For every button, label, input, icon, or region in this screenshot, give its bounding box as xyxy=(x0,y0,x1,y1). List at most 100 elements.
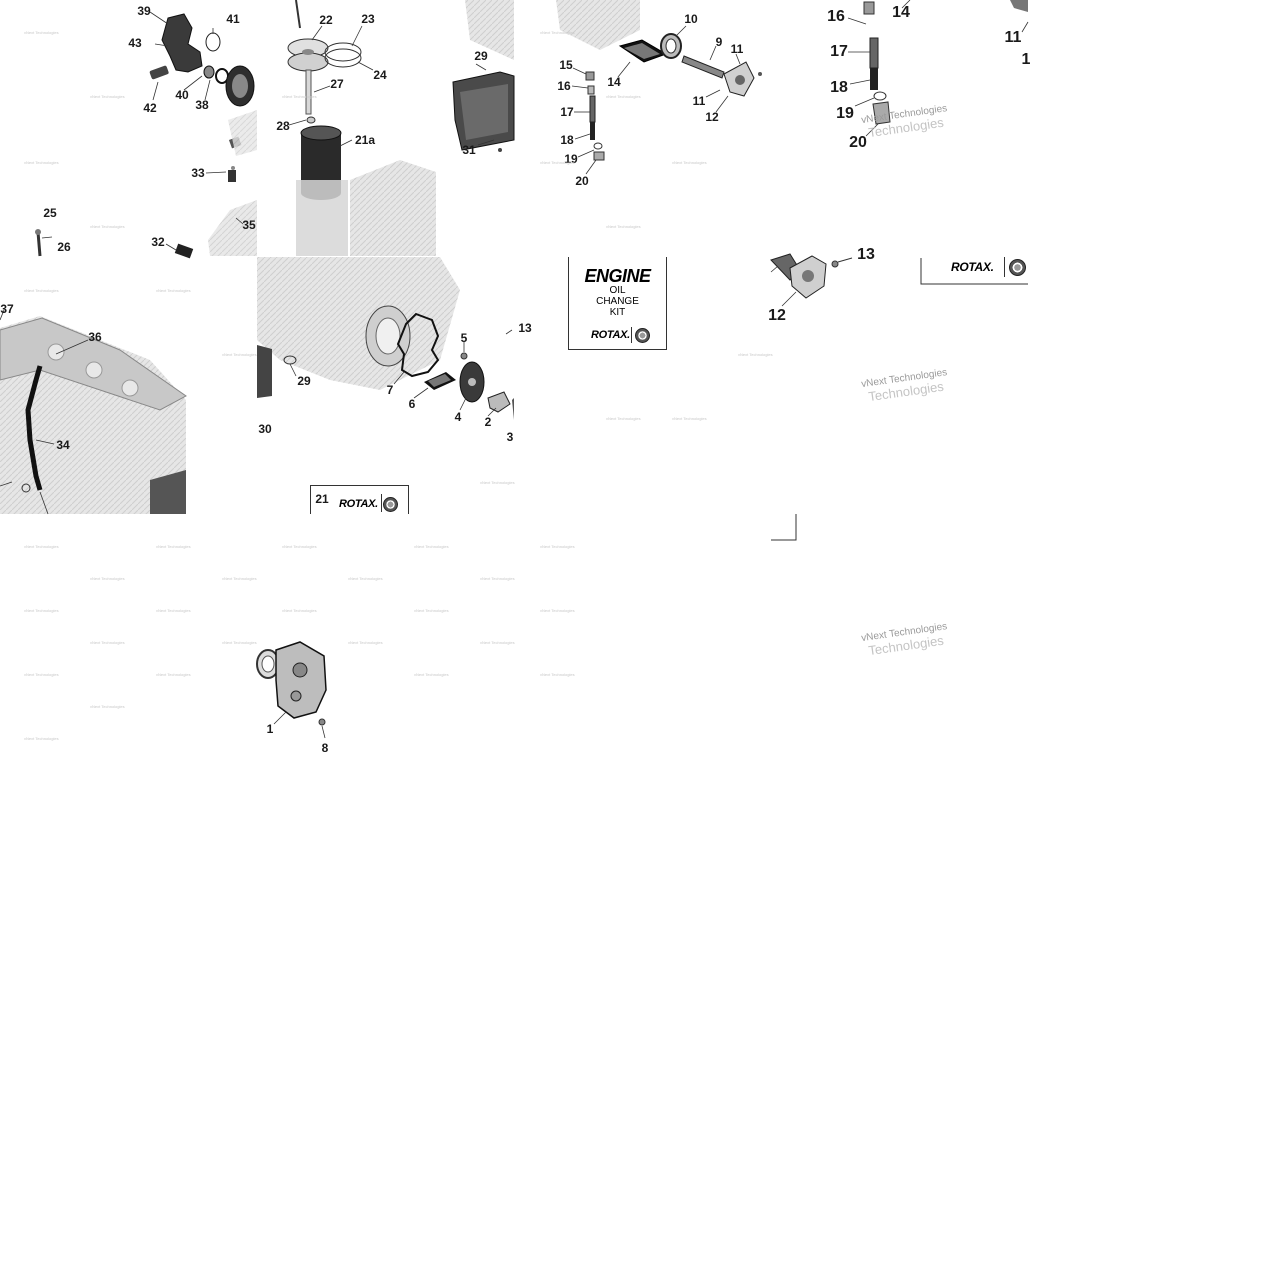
tiny-watermark: vNext Technologies xyxy=(606,416,641,421)
tiny-watermark: vNext Technologies xyxy=(24,544,59,549)
part-label-34: 34 xyxy=(56,438,70,452)
tiny-watermark: vNext Technologies xyxy=(222,640,257,645)
tiny-watermark: vNext Technologies xyxy=(90,224,125,229)
rotax-panel-separator xyxy=(1004,257,1005,277)
part-label-41: 41 xyxy=(226,12,240,26)
tiny-watermark: vNext Technologies xyxy=(156,544,191,549)
part-label-10: 10 xyxy=(684,12,698,26)
leader-lines-tile4 xyxy=(770,0,1029,307)
tiny-watermark: vNext Technologies xyxy=(606,94,641,99)
tiny-watermark: vNext Technologies xyxy=(414,672,449,677)
part-label-28: 28 xyxy=(276,119,290,133)
tiny-watermark: vNext Technologies xyxy=(480,576,515,581)
tiny-watermark: vNext Technologies xyxy=(414,544,449,549)
part-label-32: 32 xyxy=(151,235,165,249)
tiny-watermark: vNext Technologies xyxy=(90,640,125,645)
part-label-4: 4 xyxy=(454,410,462,424)
part-label-40: 40 xyxy=(175,88,189,102)
tiny-watermark: vNext Technologies xyxy=(540,30,575,35)
tiny-watermark: vNext Technologies xyxy=(540,160,575,165)
tiny-watermark: vNext Technologies xyxy=(24,288,59,293)
frame-corner xyxy=(771,514,797,541)
part-label-9: 9 xyxy=(715,35,723,49)
part-label-11: 11 xyxy=(730,42,744,56)
tiny-watermark: vNext Technologies xyxy=(672,416,707,421)
part-label-36: 36 xyxy=(88,330,102,344)
kit-21-box: 21 ROTAX. xyxy=(310,485,409,514)
part-label-19: 19 xyxy=(564,152,578,166)
kit-line-1: OIL xyxy=(609,285,626,296)
part-label-12b: 12 xyxy=(768,307,786,324)
part-label-13: 13 xyxy=(518,321,532,335)
tiny-watermark: vNext Technologies xyxy=(738,352,773,357)
tiny-watermark: vNext Technologies xyxy=(282,544,317,549)
part-label-18b: 18 xyxy=(830,79,848,96)
tiny-watermark: vNext Technologies xyxy=(156,672,191,677)
kit-line-3: KIT xyxy=(609,307,626,318)
tiny-watermark: vNext Technologies xyxy=(348,576,383,581)
part-label-16: 16 xyxy=(557,79,571,93)
kit-21-brand-separator xyxy=(381,494,382,512)
rotax-panel-emblem-icon xyxy=(1009,259,1026,276)
oil-pump-housing-group xyxy=(35,13,257,259)
part-label-29b: 29 xyxy=(297,374,311,388)
part-label-17b: 17 xyxy=(830,43,848,60)
rotax-panel-corner xyxy=(920,258,1028,285)
tiny-watermark: vNext Technologies xyxy=(24,160,59,165)
kit-title: ENGINE xyxy=(584,266,651,286)
part-label-39: 39 xyxy=(137,4,151,18)
part-label-33: 33 xyxy=(191,166,205,180)
part-label-30: 30 xyxy=(258,422,272,436)
tiny-watermark: vNext Technologies xyxy=(540,672,575,677)
tiny-watermark: vNext Technologies xyxy=(540,544,575,549)
part-label-1-top: 1 xyxy=(1021,51,1031,68)
kit-21-brand: ROTAX. xyxy=(339,498,378,510)
tiny-watermark: vNext Technologies xyxy=(414,608,449,613)
part-label-11b: 11 xyxy=(692,94,706,108)
part-label-16b: 16 xyxy=(827,8,845,25)
oil-filter-group xyxy=(287,0,515,256)
part-label-21a: 21a xyxy=(354,133,376,147)
part-label-14b: 14 xyxy=(892,4,910,21)
rotax-panel-brand: ROTAX. xyxy=(951,260,994,274)
brand-wordmark: ROTAX. xyxy=(591,329,630,341)
part-label-25: 25 xyxy=(43,206,57,220)
part-label-3: 3 xyxy=(506,430,514,444)
part-label-42: 42 xyxy=(143,101,157,115)
tiny-watermark: vNext Technologies xyxy=(90,704,125,709)
tiny-watermark: vNext Technologies xyxy=(540,608,575,613)
oil-strainer-group xyxy=(556,0,762,161)
part-label-26: 26 xyxy=(57,240,71,254)
part-label-27: 27 xyxy=(330,77,344,91)
part-label-13b: 13 xyxy=(857,246,875,263)
brand-emblem-icon xyxy=(635,328,650,343)
part-label-19b: 19 xyxy=(836,105,854,122)
kit-line-2: CHANGE xyxy=(596,296,639,307)
tiny-watermark: vNext Technologies xyxy=(282,94,317,99)
oil-strainer-detail-group xyxy=(770,0,1028,299)
part-label-38: 38 xyxy=(195,98,209,112)
kit-21-brand-emblem-icon xyxy=(383,497,398,512)
leader-lines-tile1 xyxy=(41,11,244,251)
part-label-17: 17 xyxy=(560,105,574,119)
part-label-12: 12 xyxy=(705,110,719,124)
part-label-5: 5 xyxy=(460,331,468,345)
tiny-watermark: vNext Technologies xyxy=(606,224,641,229)
oil-pump-cover-group xyxy=(257,257,514,420)
kit-21-ref: 21 xyxy=(315,492,329,506)
tiny-watermark: vNext Technologies xyxy=(348,640,383,645)
part-label-20: 20 xyxy=(575,174,589,188)
part-label-37: 37 xyxy=(0,302,14,316)
tiny-watermark: vNext Technologies xyxy=(480,480,515,485)
part-label-8: 8 xyxy=(321,741,329,755)
tiny-watermark: vNext Technologies xyxy=(90,94,125,99)
part-label-18: 18 xyxy=(560,133,574,147)
engine-block-group xyxy=(0,316,187,514)
part-label-15: 15 xyxy=(559,58,573,72)
part-label-11c: 11 xyxy=(1004,29,1022,46)
rotax-panel: ROTAX. xyxy=(921,257,1028,284)
tiny-watermark: vNext Technologies xyxy=(24,608,59,613)
part-label-6: 6 xyxy=(408,397,416,411)
brand-separator xyxy=(631,327,632,343)
